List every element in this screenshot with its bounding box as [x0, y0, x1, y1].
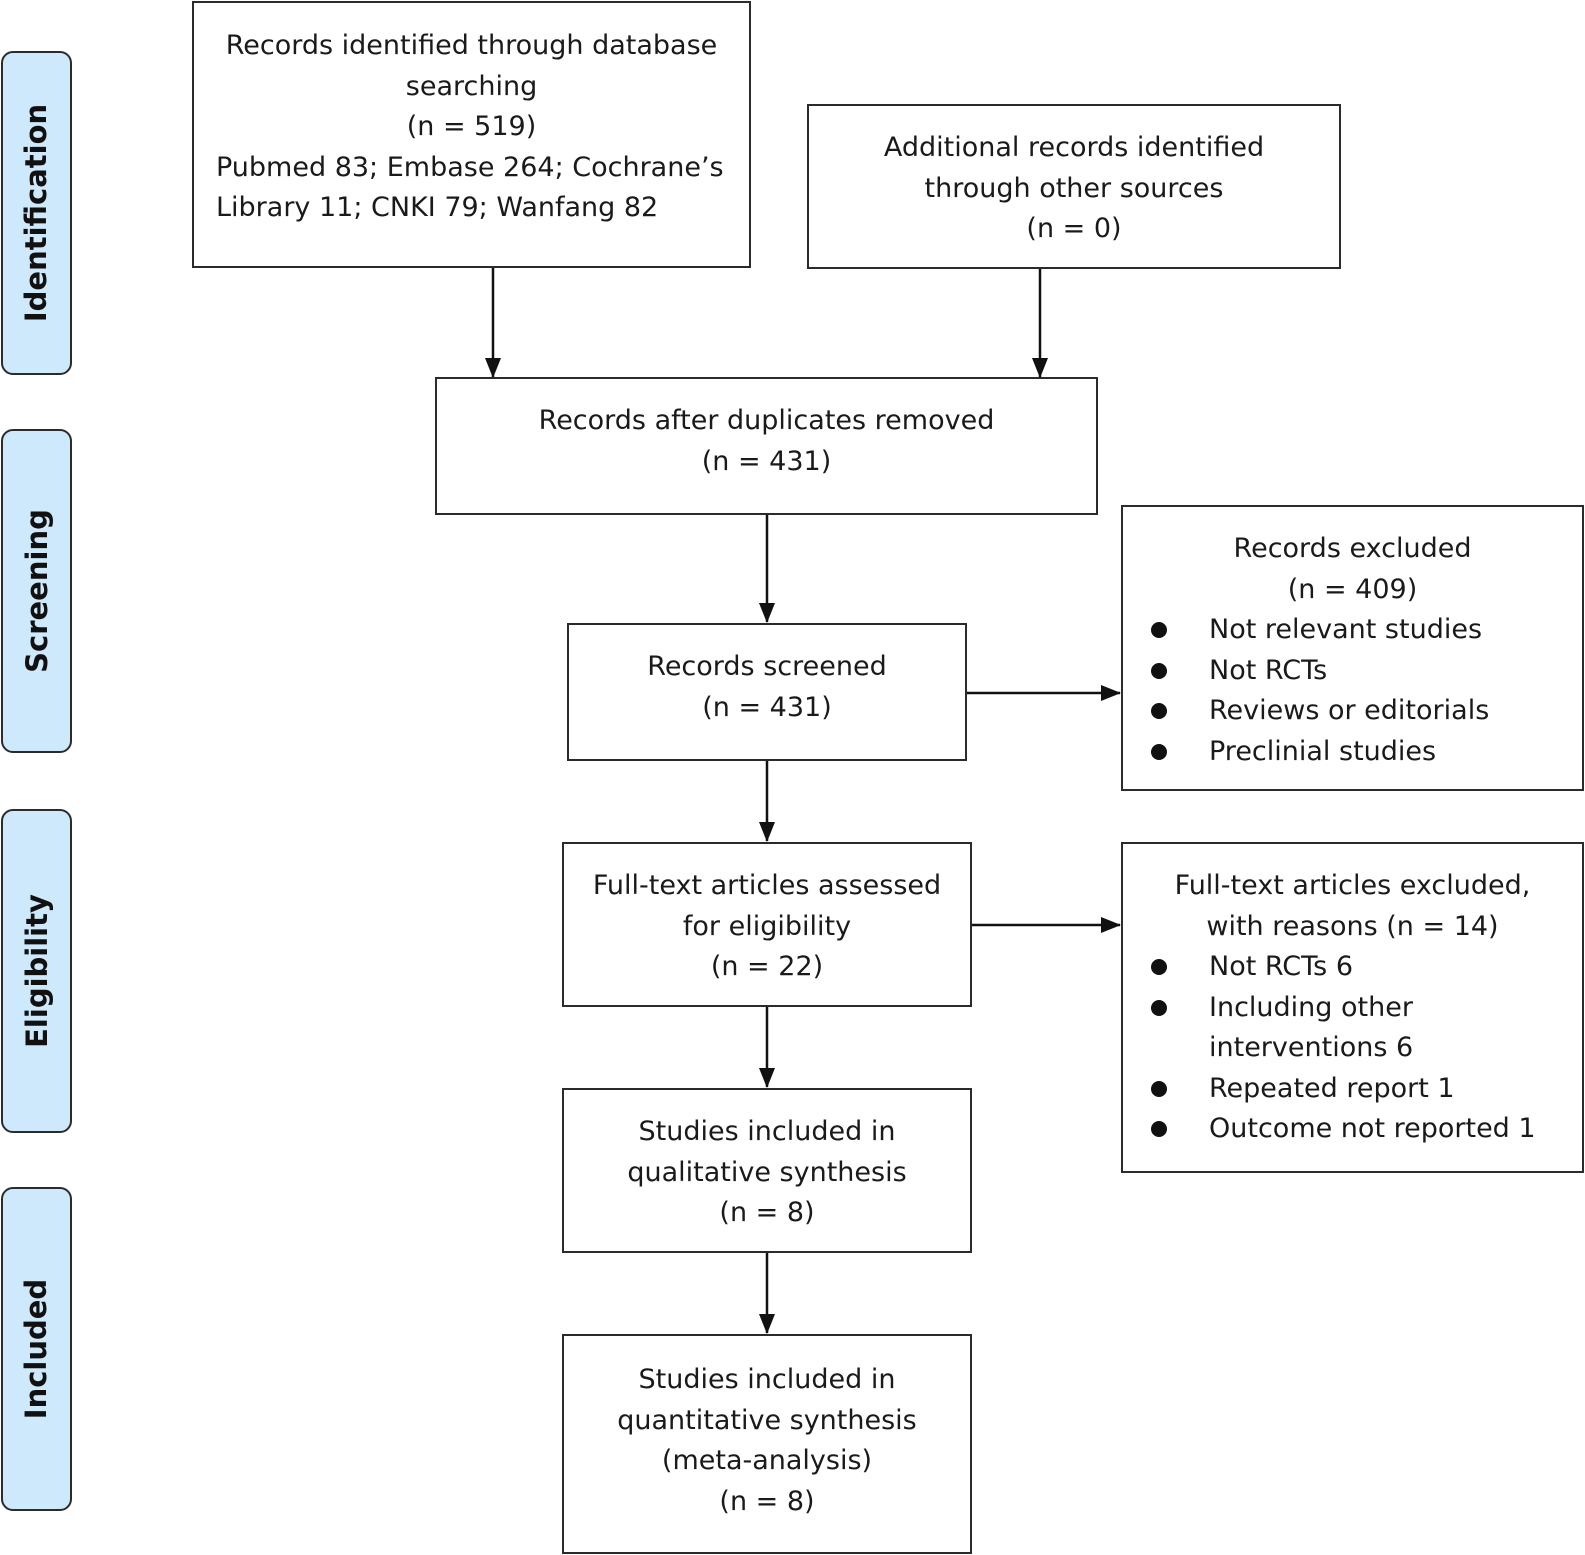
- quantitative-line-1: Studies included in: [638, 1364, 896, 1395]
- database-search-line-2: searching: [405, 70, 538, 102]
- fulltext-assessed-line-1: Full-text articles assessed: [592, 870, 942, 901]
- bullet-icon: [1151, 1121, 1167, 1137]
- records-excluded-title: Records excluded: [1233, 533, 1472, 564]
- other-sources-line-2: through other sources: [924, 172, 1224, 204]
- qualitative-line-2: qualitative synthesis: [627, 1156, 907, 1188]
- records-screened-line-1: Records screened: [647, 651, 887, 682]
- arrowhead-qualitative-to-quantitative: [759, 1314, 775, 1334]
- fulltext-excluded-reason-continued: interventions 6: [1123, 1028, 1582, 1069]
- arrowhead-other-to-duplicates: [1032, 358, 1048, 378]
- duplicates-removed-count: (n = 431): [701, 445, 832, 477]
- box-other-sources: Additional records identified through ot…: [807, 104, 1341, 269]
- reason-text: Preclinial studies: [1209, 735, 1437, 767]
- fulltext-assessed-count: (n = 22): [710, 951, 824, 982]
- stage-identification: Identification: [1, 51, 72, 375]
- records-excluded-reason: Not RCTs: [1123, 651, 1582, 692]
- box-duplicates-removed: Records after duplicates removed (n = 43…: [435, 377, 1098, 515]
- bullet-icon: [1151, 703, 1167, 719]
- bullet-icon: [1151, 999, 1167, 1016]
- bullet-icon: [1151, 622, 1167, 638]
- stage-eligibility: Eligibility: [1, 809, 72, 1133]
- stage-included: Included: [1, 1187, 72, 1511]
- bullet-icon: [1151, 743, 1167, 760]
- reason-text: Not RCTs 6: [1209, 951, 1354, 982]
- duplicates-removed-line-1: Records after duplicates removed: [538, 405, 995, 436]
- records-excluded-reason: Reviews or editorials: [1123, 691, 1582, 732]
- box-fulltext-excluded: Full-text articles excluded, with reason…: [1121, 842, 1584, 1173]
- box-quantitative-synthesis: Studies included in quantitative synthes…: [562, 1334, 972, 1554]
- reason-text: Reviews or editorials: [1209, 695, 1490, 726]
- quantitative-line-3: (meta-analysis): [661, 1445, 873, 1476]
- arrowhead-database-to-duplicates: [485, 358, 501, 378]
- arrowhead-fulltext-to-excluded: [1101, 917, 1121, 933]
- box-database-search: Records identified through database sear…: [192, 1, 751, 268]
- reason-text: Including other: [1209, 991, 1413, 1023]
- bullet-icon: [1151, 1080, 1167, 1097]
- fulltext-assessed-line-2: for eligibility: [682, 910, 852, 942]
- bullet-icon: [1151, 662, 1167, 679]
- qualitative-count: (n = 8): [719, 1197, 815, 1228]
- arrowhead-fulltext-to-qualitative: [759, 1068, 775, 1088]
- records-excluded-reason: Not relevant studies: [1123, 610, 1582, 651]
- arrowhead-screened-to-excluded: [1101, 685, 1121, 701]
- qualitative-line-1: Studies included in: [638, 1116, 896, 1147]
- fulltext-excluded-reason: Not RCTs 6: [1123, 947, 1582, 988]
- box-fulltext-assessed: Full-text articles assessed for eligibil…: [562, 842, 972, 1007]
- reason-text: Repeated report 1: [1209, 1072, 1455, 1104]
- database-search-count: (n = 519): [406, 111, 537, 142]
- reason-text: Not RCTs: [1209, 654, 1328, 686]
- arrowhead-duplicates-to-screened: [759, 603, 775, 623]
- reason-text: Outcome not reported 1: [1209, 1113, 1536, 1144]
- box-records-excluded: Records excluded (n = 409) Not relevant …: [1121, 505, 1584, 791]
- quantitative-line-2: quantitative synthesis: [617, 1404, 917, 1436]
- fulltext-excluded-reason: Repeated report 1: [1123, 1069, 1582, 1110]
- fulltext-excluded-reason: Outcome not reported 1: [1123, 1109, 1582, 1150]
- database-sources-line-2: Library 11; CNKI 79; Wanfang 82: [216, 192, 659, 223]
- reason-text: interventions 6: [1209, 1032, 1414, 1063]
- records-excluded-reason: Preclinial studies: [1123, 732, 1582, 773]
- arrowhead-screened-to-fulltext: [759, 822, 775, 842]
- quantitative-count: (n = 8): [719, 1485, 815, 1517]
- fulltext-excluded-title: Full-text articles excluded,: [1174, 870, 1531, 901]
- box-qualitative-synthesis: Studies included in qualitative synthesi…: [562, 1088, 972, 1253]
- fulltext-excluded-reason: Including other: [1123, 988, 1582, 1029]
- stage-screening: Screening: [1, 429, 72, 753]
- database-search-line-1: Records identified through database: [225, 30, 718, 61]
- records-screened-count: (n = 431): [702, 691, 832, 723]
- database-sources-line-1: Pubmed 83; Embase 264; Cochrane’s: [216, 151, 724, 183]
- box-records-screened: Records screened (n = 431): [567, 623, 967, 761]
- other-sources-line-1: Additional records identified: [883, 132, 1265, 163]
- fulltext-excluded-count: with reasons (n = 14): [1206, 910, 1499, 942]
- reason-text: Not relevant studies: [1209, 614, 1483, 645]
- bullet-icon: [1151, 959, 1167, 975]
- records-excluded-count: (n = 409): [1287, 573, 1418, 605]
- other-sources-count: (n = 0): [1026, 213, 1122, 244]
